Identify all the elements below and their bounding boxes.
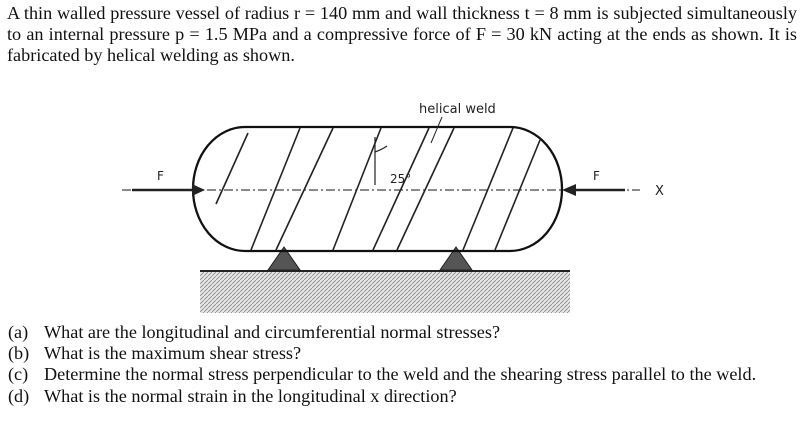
left-support (267, 246, 301, 271)
angle-label: 25° (390, 172, 411, 186)
question-c: (c) Determine the normal stress perpendi… (8, 364, 798, 385)
problem-statement: A thin walled pressure vessel of radius … (7, 3, 797, 65)
question-label: (d) (8, 385, 30, 406)
angle-arc (374, 145, 388, 153)
helical-weld-lines (215, 127, 541, 251)
force-left-arrowhead (192, 184, 205, 196)
question-label: (b) (8, 343, 30, 364)
question-label: (c) (8, 364, 29, 385)
question-b: (b) What is the maximum shear stress? (8, 343, 798, 364)
right-support (439, 246, 473, 271)
pressure-vessel-figure: 25° helical weld F F X (122, 102, 664, 313)
weld-leader-line (430, 116, 443, 144)
weld-label: helical weld (419, 102, 496, 117)
question-text: Determine the normal stress perpendicula… (44, 364, 757, 385)
question-a: (a) What are the longitudinal and circum… (8, 322, 798, 343)
question-text: What is the normal strain in the longitu… (44, 385, 457, 406)
axis-label: X (655, 184, 664, 199)
question-d: (d) What is the normal strain in the lon… (8, 386, 798, 407)
question-text: What is the maximum shear stress? (44, 343, 302, 364)
force-left-label: F (157, 169, 164, 183)
force-right-label: F (593, 169, 600, 183)
question-list: (a) What are the longitudinal and circum… (8, 322, 798, 407)
question-label: (a) (8, 322, 29, 342)
question-text: What are the longitudinal and circumfere… (44, 322, 501, 342)
vessel-outline (191, 125, 564, 253)
force-right-arrowhead (562, 184, 576, 196)
ground-hatch (200, 271, 570, 313)
